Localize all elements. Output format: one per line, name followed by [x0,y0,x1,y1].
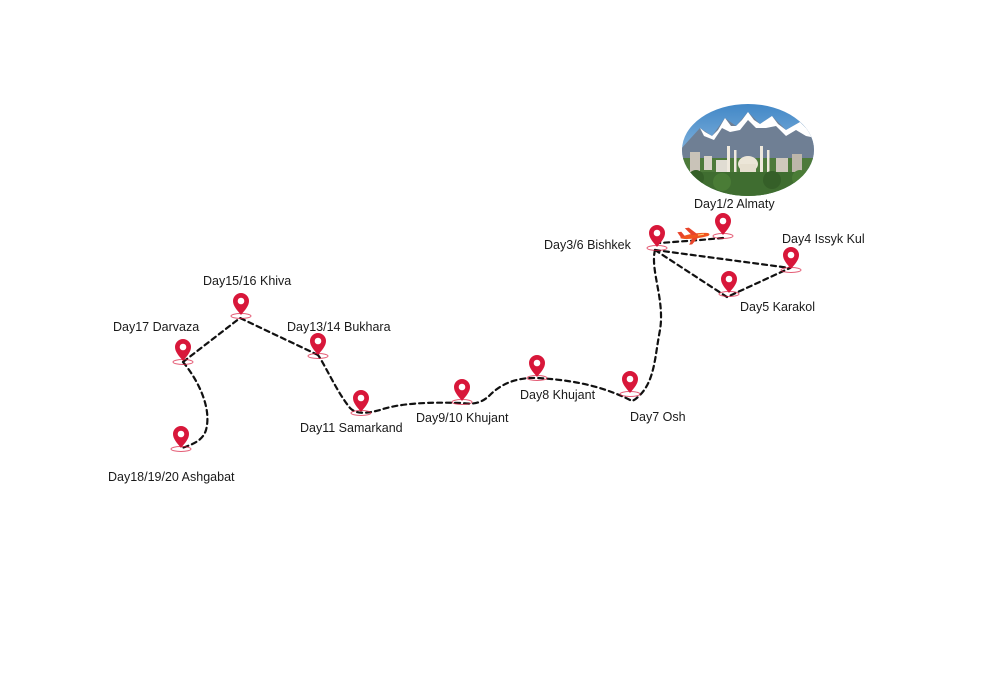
stop-label-osh: Day7 Osh [630,410,686,424]
almaty-city-photo [682,104,814,196]
pin-bukhara [307,332,329,359]
pin-khiva [230,292,252,319]
stop-label-ashgabat: Day18/19/20 Ashgabat [108,470,235,484]
stop-label-issyk-kul: Day4 Issyk Kul [782,232,865,246]
stop-label-karakol: Day5 Karakol [740,300,816,314]
pin-samarkand [350,389,372,416]
pin-issyk-kul [780,246,802,273]
pin-almaty [712,212,734,239]
stop-label-khiva: Day15/16 Khiva [203,274,292,288]
stop-label-bishkek: Day3/6 Bishkek [544,238,631,252]
stop-label-bukhara: Day13/14 Bukhara [287,320,391,334]
stop-label-khujant-day8: Day8 Khujant [520,388,596,402]
airplane-icon [677,227,710,245]
pin-karakol [718,270,740,297]
pin-khujant-day9 [451,378,473,405]
pin-darvaza [172,338,194,365]
stop-label-samarkand: Day11 Samarkand [300,421,403,435]
pin-osh [619,370,641,397]
stop-label-khujant-day9: Day9/10 Khujant [416,411,509,425]
route-line [180,236,792,450]
pin-bishkek [646,224,668,251]
pin-khujant-day8 [526,354,548,381]
pin-ashgabat [170,425,192,452]
stop-label-almaty: Day1/2 Almaty [694,197,775,211]
stop-label-darvaza: Day17 Darvaza [113,320,200,334]
